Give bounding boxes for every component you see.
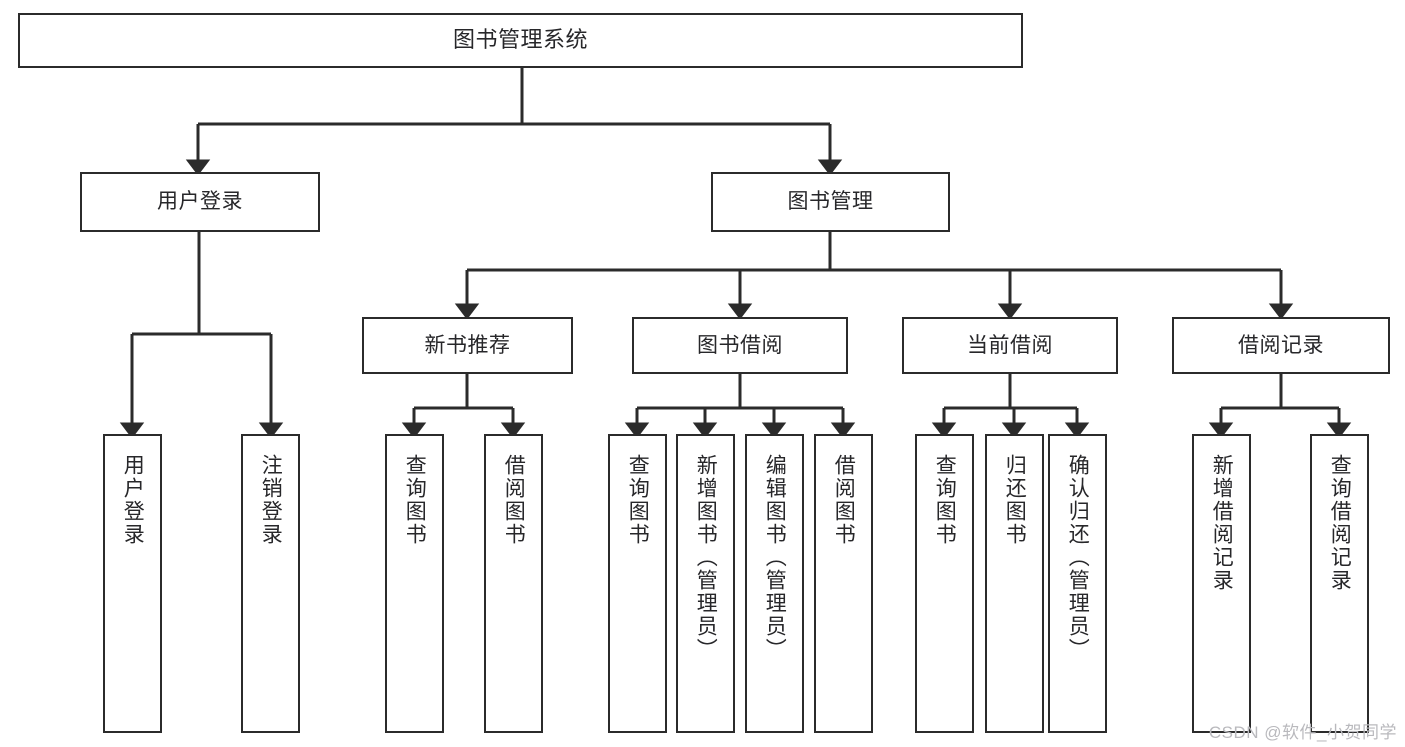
node-book-management[interactable]: 图书管理 bbox=[711, 172, 950, 232]
node-label: 新书推荐 bbox=[424, 333, 511, 357]
node-label: 归还图书 bbox=[1003, 454, 1027, 546]
node-label: 借阅图书 bbox=[502, 454, 526, 546]
leaf-newbook-query-book[interactable]: 查询图书 bbox=[385, 434, 444, 733]
leaf-user-login-signout[interactable]: 注销登录 bbox=[241, 434, 300, 733]
node-label: 查询图书 bbox=[403, 454, 427, 546]
leaf-currentborrow-confirm-return[interactable]: 确认归还（管理员） bbox=[1048, 434, 1107, 733]
node-label: 查询图书 bbox=[933, 454, 957, 546]
node-root-system[interactable]: 图书管理系统 bbox=[18, 13, 1023, 68]
node-label: 编辑图书（管理员） bbox=[763, 454, 787, 661]
node-label: 注销登录 bbox=[259, 454, 283, 546]
node-label: 查询图书 bbox=[626, 454, 650, 546]
node-label: 新增图书（管理员） bbox=[694, 454, 718, 661]
node-user-login[interactable]: 用户登录 bbox=[80, 172, 320, 232]
leaf-borrowrecord-add-record[interactable]: 新增借阅记录 bbox=[1192, 434, 1251, 733]
node-label: 借阅记录 bbox=[1238, 333, 1324, 357]
watermark-text: CSDN @软件_小贺同学 bbox=[1208, 723, 1397, 742]
node-label: 查询借阅记录 bbox=[1328, 454, 1352, 592]
leaf-currentborrow-return-book[interactable]: 归还图书 bbox=[985, 434, 1044, 733]
node-label: 当前借阅 bbox=[967, 333, 1053, 357]
leaf-bookborrow-edit-book[interactable]: 编辑图书（管理员） bbox=[745, 434, 804, 733]
node-label: 图书管理 bbox=[787, 190, 874, 214]
leaf-newbook-borrow-book[interactable]: 借阅图书 bbox=[484, 434, 543, 733]
node-label: 图书管理系统 bbox=[452, 27, 588, 53]
leaf-bookborrow-add-book[interactable]: 新增图书（管理员） bbox=[676, 434, 735, 733]
node-current-borrow[interactable]: 当前借阅 bbox=[902, 317, 1118, 374]
leaf-user-login-signin[interactable]: 用户登录 bbox=[103, 434, 162, 733]
node-new-book-recommend[interactable]: 新书推荐 bbox=[362, 317, 573, 374]
node-label: 图书借阅 bbox=[697, 333, 783, 357]
node-label: 用户登录 bbox=[157, 190, 243, 214]
leaf-bookborrow-query-book[interactable]: 查询图书 bbox=[608, 434, 667, 733]
node-label: 确认归还（管理员） bbox=[1066, 454, 1090, 661]
node-label: 用户登录 bbox=[121, 454, 145, 546]
leaf-currentborrow-query-book[interactable]: 查询图书 bbox=[915, 434, 974, 733]
node-book-borrow[interactable]: 图书借阅 bbox=[632, 317, 848, 374]
node-label: 借阅图书 bbox=[832, 454, 856, 546]
node-borrow-record[interactable]: 借阅记录 bbox=[1172, 317, 1390, 374]
leaf-bookborrow-borrow-book[interactable]: 借阅图书 bbox=[814, 434, 873, 733]
node-label: 新增借阅记录 bbox=[1210, 454, 1234, 592]
leaf-borrowrecord-query-record[interactable]: 查询借阅记录 bbox=[1310, 434, 1369, 733]
